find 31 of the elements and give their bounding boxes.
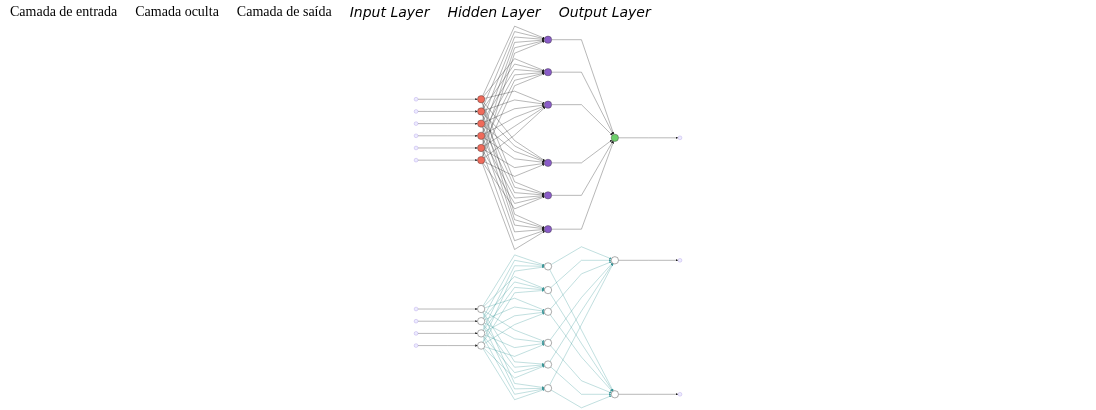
neuron-circle — [544, 307, 552, 316]
neuron-circle — [477, 144, 485, 152]
neuron-circle — [544, 159, 552, 167]
layer-label: Hidden Layer — [447, 4, 541, 20]
layer-label: Camada de entrada — [10, 4, 118, 20]
neuron-circle — [477, 329, 485, 338]
layer-label: Camada de saída — [236, 4, 332, 20]
neuron-circle — [544, 360, 552, 369]
neuron-circle — [611, 390, 619, 399]
neuron-circle — [477, 305, 485, 313]
neuron-circle — [477, 131, 485, 140]
neuron-circle — [477, 95, 485, 104]
neuron-circle — [544, 100, 552, 109]
neuron-circle — [544, 225, 552, 234]
neuron-circle — [544, 191, 552, 200]
neuron-circle — [544, 339, 552, 347]
neuron-circle — [477, 107, 485, 116]
neuron-circle — [477, 156, 485, 164]
layer-label: Output Layer — [558, 4, 651, 20]
neuron-circle — [477, 317, 485, 326]
neuron-circle — [544, 384, 552, 393]
neuron-circle — [544, 286, 552, 294]
neuron-circle — [544, 68, 552, 77]
layer-label: Camada oculta — [135, 4, 219, 20]
neuron-circle — [611, 256, 619, 265]
neuron-circle — [544, 262, 552, 271]
neuron-circle — [544, 35, 552, 44]
neuron-circle — [611, 133, 619, 142]
neuron-circle — [477, 119, 485, 128]
neuron-circle — [477, 341, 485, 350]
layer-label: Input Layer — [349, 4, 430, 20]
